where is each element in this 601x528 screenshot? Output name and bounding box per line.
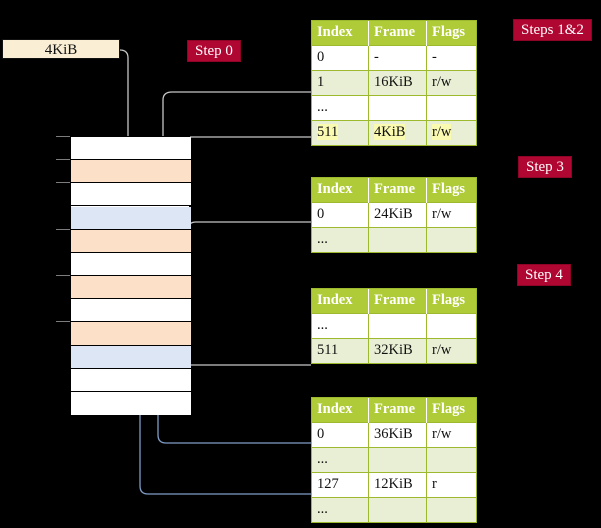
badge-step-4: Step 4	[518, 265, 570, 285]
cell-index: 127	[312, 472, 369, 498]
cell-frame: 4KiB	[368, 120, 427, 145]
cell-index: ...	[312, 497, 369, 522]
memory-tick-6	[56, 275, 70, 277]
cell-index: 511	[312, 120, 369, 145]
memory-tick-4	[56, 228, 70, 230]
column-header-index: Index	[312, 398, 369, 423]
cell-frame: 36KiB	[368, 422, 427, 448]
cell-index: ...	[312, 95, 369, 121]
memory-frame-9	[71, 345, 191, 369]
cell-frame	[368, 95, 427, 121]
column-header-flags: Flags	[426, 398, 476, 423]
memory-frame-6	[71, 276, 191, 300]
highlighted-value: r/w	[432, 124, 452, 140]
cell-flags	[426, 447, 476, 473]
memory-frame-3	[71, 206, 191, 230]
wire-t3-0-to-frame9	[152, 326, 311, 444]
memory-frame-11	[71, 391, 191, 416]
table-row: ...	[312, 313, 476, 339]
memory-frame-0	[71, 137, 191, 161]
memory-tick-2	[56, 182, 70, 184]
wire-t3-127-to-frame3	[134, 214, 311, 495]
memory-frame-2	[71, 183, 191, 207]
column-header-index: Index	[312, 289, 369, 314]
table-row: ...	[312, 227, 476, 252]
column-header-index: Index	[312, 21, 369, 46]
cell-flags: r/w	[426, 202, 476, 228]
badge-step-3: Step 3	[519, 157, 571, 177]
cell-flags	[426, 227, 476, 252]
highlighted-value: 511	[317, 124, 339, 140]
cell-frame	[368, 313, 427, 339]
cell-index: 0	[312, 45, 369, 71]
wire-t2-511-to-frame8	[174, 316, 311, 366]
column-header-flags: Flags	[426, 289, 476, 314]
cell-index: ...	[312, 313, 369, 339]
column-header-flags: Flags	[426, 178, 476, 203]
column-header-flags: Flags	[426, 21, 476, 46]
memory-frame-7	[71, 299, 191, 323]
cell-frame: 12KiB	[368, 472, 427, 498]
badge-steps-1-2: Steps 1&2	[514, 20, 591, 40]
column-header-frame: Frame	[368, 178, 427, 203]
cell-index: ...	[312, 227, 369, 252]
cell-frame: 32KiB	[368, 338, 427, 363]
cell-flags: -	[426, 45, 476, 71]
memory-frame-8	[71, 322, 191, 346]
highlighted-value: 4KiB	[374, 124, 406, 140]
table-row: 0--	[312, 45, 476, 71]
cell-flags: r/w	[426, 120, 476, 145]
memory-tick-0	[56, 136, 70, 137]
cell-index: 0	[312, 202, 369, 228]
cell-flags: r/w	[426, 70, 476, 96]
cell-frame: 16KiB	[368, 70, 427, 96]
column-header-index: Index	[312, 178, 369, 203]
column-header-frame: Frame	[368, 398, 427, 423]
memory-frame-5	[71, 252, 191, 276]
cell-frame: -	[368, 45, 427, 71]
badge-step-0: Step 0	[188, 41, 240, 61]
memory-frame-4	[71, 229, 191, 253]
table-row: ...	[312, 497, 476, 522]
cell-frame: 24KiB	[368, 202, 427, 228]
cell-frame	[368, 447, 427, 473]
cell-flags	[426, 95, 476, 121]
table-row: ...	[312, 95, 476, 121]
size-label-4kib: 4KiB	[2, 39, 120, 59]
wire-t1-0-in	[179, 221, 311, 258]
cell-flags: r/w	[426, 338, 476, 363]
cell-flags	[426, 497, 476, 522]
cell-index: 0	[312, 422, 369, 448]
column-header-frame: Frame	[368, 289, 427, 314]
memory-tick-1	[56, 159, 70, 161]
cell-flags: r	[426, 472, 476, 498]
memory-tick-8	[56, 321, 70, 323]
table-row: ...	[312, 447, 476, 473]
cell-frame	[368, 227, 427, 252]
memory-frame-10	[71, 368, 191, 392]
column-header-frame: Frame	[368, 21, 427, 46]
memory-frame-1	[71, 160, 191, 184]
cell-index: ...	[312, 447, 369, 473]
cell-index: 1	[312, 70, 369, 96]
table-row: 511 4KiB r/w	[312, 120, 476, 145]
cell-flags: r/w	[426, 422, 476, 448]
cell-flags	[426, 313, 476, 339]
cell-index: 511	[312, 338, 369, 363]
memory-column	[70, 136, 191, 416]
cell-frame	[368, 497, 427, 522]
wire-t0-1-to-frame4	[162, 91, 311, 256]
